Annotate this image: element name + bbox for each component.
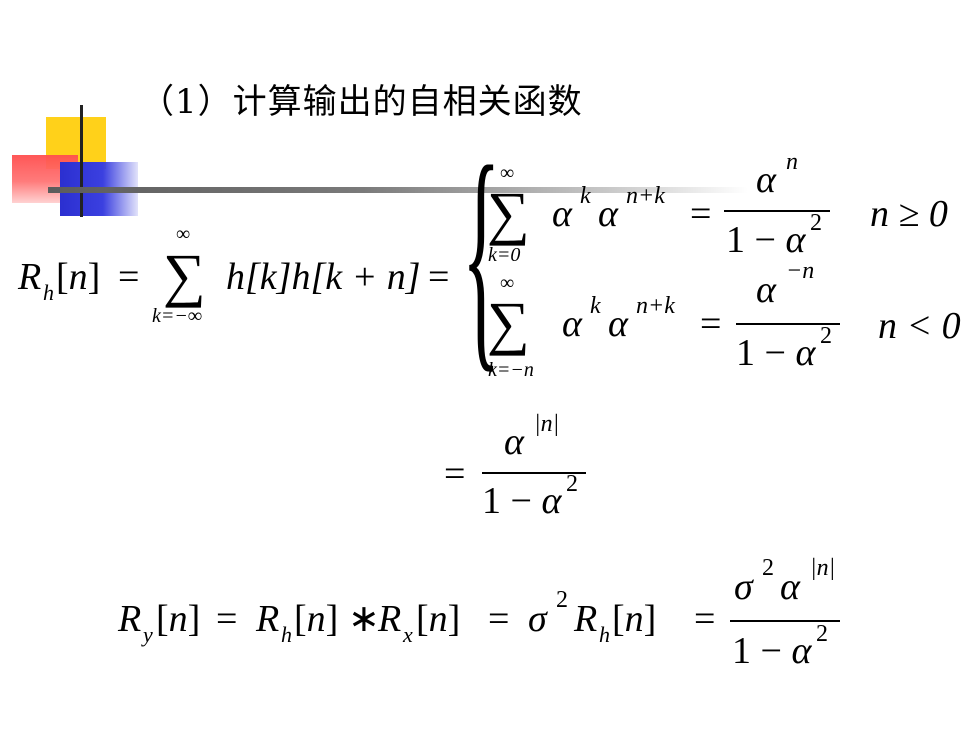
case1-numerator: α (756, 159, 776, 201)
final-denominator: 1 − α (732, 630, 812, 672)
case2-summation: ∑ (487, 290, 530, 356)
rh-term-subscript: h (281, 622, 292, 647)
combined-denominator: 1 − α (482, 480, 562, 522)
case2-sum-lower: k=−n (488, 359, 534, 381)
ry-label: R (118, 598, 142, 640)
sigma-term: σ (528, 598, 547, 640)
rh-arg: [n] (56, 256, 101, 298)
case2-equals: = (700, 303, 722, 345)
final-numerator-alpha-exp: |n| (810, 555, 836, 581)
sigma-term-exp: 2 (556, 587, 568, 613)
final-fraction-bar (730, 620, 840, 622)
rh-term-2-subscript: h (599, 622, 610, 647)
case1-sum-lower: k=0 (488, 244, 521, 266)
case1-exp-nk: n+k (626, 183, 665, 209)
combined-fraction-bar (482, 472, 586, 474)
case2-denominator-exp: 2 (820, 323, 832, 349)
sum-upper-limit: ∞ (176, 223, 191, 245)
case1-fraction-bar (724, 210, 830, 212)
rh-term-2-arg: [n] (612, 598, 657, 640)
equals-sign-3: = (444, 453, 466, 495)
rx-term-subscript: x (403, 622, 413, 647)
case2-denominator: 1 − α (736, 332, 816, 374)
rh-term-2: R (574, 598, 598, 640)
summand-expression: h[k]h[k + n] (226, 256, 421, 298)
equals-sign-1: = (118, 256, 140, 298)
case1-denominator: 1 − α (726, 219, 806, 261)
rh-label: R (18, 256, 42, 298)
rh-term-arg: [n] (294, 598, 339, 640)
equals-sign-6: = (694, 598, 716, 640)
case2-exp-k: k (590, 293, 601, 319)
rx-term-arg: [n] (416, 598, 461, 640)
case1-sum-upper: ∞ (500, 162, 515, 184)
equals-sign-5: = (488, 598, 510, 640)
rh-term: R (256, 598, 280, 640)
combined-numerator-exp: |n| (534, 411, 560, 437)
ry-arg: [n] (156, 598, 201, 640)
vertical-rule (80, 105, 83, 217)
case1-condition: n ≥ 0 (870, 193, 948, 235)
rh-subscript: h (43, 280, 54, 305)
case1-alpha-nk: α (598, 193, 618, 235)
case2-numerator-exp: −n (786, 258, 815, 284)
case2-sum-upper: ∞ (500, 272, 515, 294)
combined-denominator-exp: 2 (566, 471, 578, 497)
case1-summation: ∑ (487, 180, 530, 246)
case2-fraction-bar (736, 323, 840, 325)
summation-sign: ∑ (163, 242, 206, 308)
sum-lower-limit: k=−∞ (152, 305, 203, 327)
case2-alpha-nk: α (608, 303, 628, 345)
case2-alpha-k: α (562, 303, 582, 345)
case2-exp-nk: n+k (636, 293, 675, 319)
case2-condition: n < 0 (878, 305, 961, 347)
combined-numerator: α (504, 421, 524, 463)
title-underline (48, 187, 748, 193)
case1-equals: = (690, 193, 712, 235)
cases-brace: { (462, 116, 501, 393)
case2-numerator: α (756, 269, 776, 311)
ry-subscript: y (143, 622, 153, 647)
case1-numerator-exp: n (786, 149, 798, 175)
slide-heading: （1）计算输出的自相关函数 (140, 82, 583, 122)
final-numerator-sigma-exp: 2 (762, 555, 774, 581)
final-denominator-exp: 2 (816, 621, 828, 647)
rx-term: R (378, 598, 402, 640)
equals-sign-2: = (428, 256, 450, 298)
equals-sign-4: = (216, 598, 238, 640)
final-numerator-alpha: α (780, 566, 800, 608)
case1-alpha-k: α (552, 193, 572, 235)
case1-exp-k: k (580, 183, 591, 209)
case1-denominator-exp: 2 (810, 210, 822, 236)
convolution-star: ∗ (348, 598, 380, 640)
final-numerator-sigma: σ (734, 566, 753, 608)
